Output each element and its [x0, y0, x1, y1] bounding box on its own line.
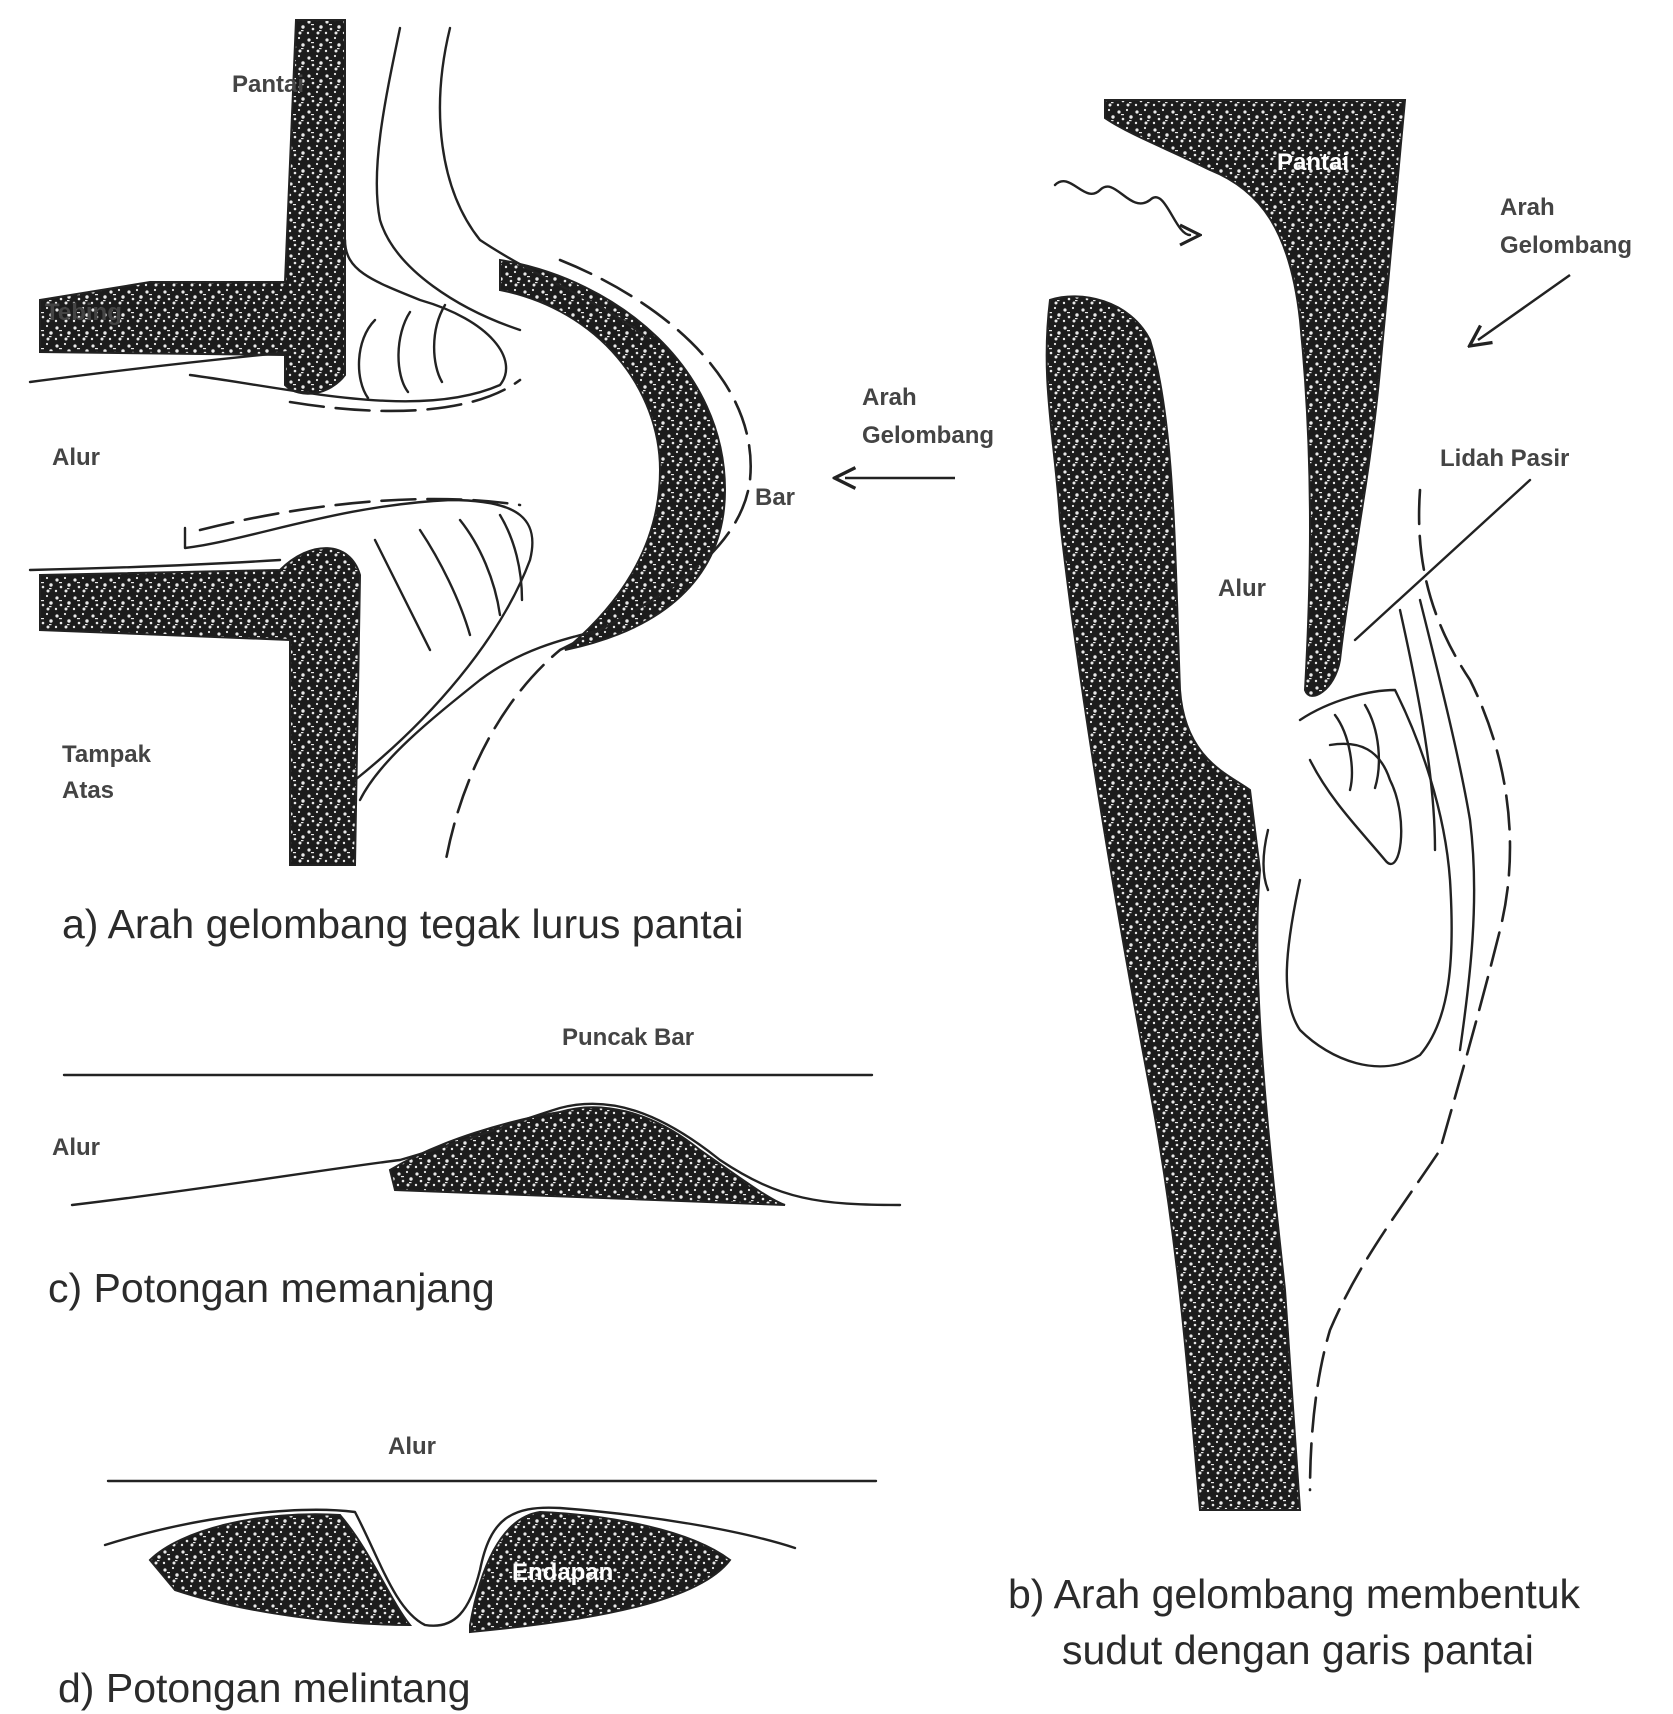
panel-b-label-lidah-pasir: Lidah Pasir — [1440, 445, 1569, 472]
panel-a-bar-land — [500, 260, 725, 650]
panel-b-label-pantai: Pantai — [1277, 149, 1349, 176]
panel-c-label-puncak-bar: Puncak Bar — [562, 1024, 694, 1051]
panel-b-label-arah-2: Gelombang — [1500, 232, 1632, 259]
panel-b-left-land — [1047, 296, 1300, 1510]
panel-a-label-tampak-1: Tampak — [62, 741, 152, 768]
panel-b-lidah-pointer — [1355, 480, 1530, 640]
panel-a-label-pantai: Pantai — [232, 71, 304, 98]
panel-c-bar-deposit — [390, 1107, 785, 1205]
panel-b-scallops — [1264, 705, 1379, 890]
panel-b-lobe-inner — [1310, 744, 1401, 864]
panel-d-label-alur: Alur — [388, 1433, 436, 1460]
panel-a-upper-shore-line — [30, 352, 290, 382]
panel-a: Pantai Tebing Alur Bar Arah Gelombang Ta… — [30, 20, 994, 947]
panel-a-label-tebing: Tebing — [45, 299, 122, 326]
panel-a-channel-line-3 — [360, 630, 600, 800]
panel-a-lower-dash — [200, 499, 520, 530]
panel-a-label-arah-2: Gelombang — [862, 422, 994, 449]
panel-b-caption-1: b) Arah gelombang membentuk — [1008, 1571, 1581, 1617]
panel-b-label-alur: Alur — [1218, 575, 1266, 602]
panel-a-caption: a) Arah gelombang tegak lurus pantai — [62, 901, 744, 947]
panel-a-lower-land — [40, 548, 360, 865]
panel-a-label-tampak-2: Atas — [62, 777, 114, 804]
panel-a-label-alur: Alur — [52, 444, 100, 471]
panel-b-wavy-wave-arrow — [1055, 181, 1190, 235]
panel-c-label-alur: Alur — [52, 1134, 100, 1161]
panel-a-upper-scallops — [359, 305, 445, 398]
panel-b-label-arah-1: Arah — [1500, 194, 1555, 221]
panel-b: Pantai Arah Gelombang Lidah Pasir Alur b… — [1008, 100, 1632, 1673]
panel-d: Alur Endapan d) Potongan melintang — [58, 1433, 876, 1711]
panel-b-caption-2: sudut dengan garis pantai — [1062, 1627, 1534, 1673]
panel-d-label-endapan: Endapan — [512, 1559, 613, 1586]
panel-a-lower-scallops — [375, 515, 522, 650]
panel-c-caption: c) Potongan memanjang — [48, 1265, 495, 1311]
panel-d-left-deposit — [150, 1514, 410, 1625]
panel-c: Puncak Bar Alur c) Potongan memanjang — [48, 1024, 900, 1311]
panel-a-lower-shore-line — [30, 560, 280, 570]
panel-d-caption: d) Potongan melintang — [58, 1665, 471, 1711]
panel-a-label-arah-1: Arah — [862, 384, 917, 411]
panel-b-wave-arrow — [1478, 275, 1570, 340]
panel-a-label-bar: Bar — [755, 484, 795, 511]
